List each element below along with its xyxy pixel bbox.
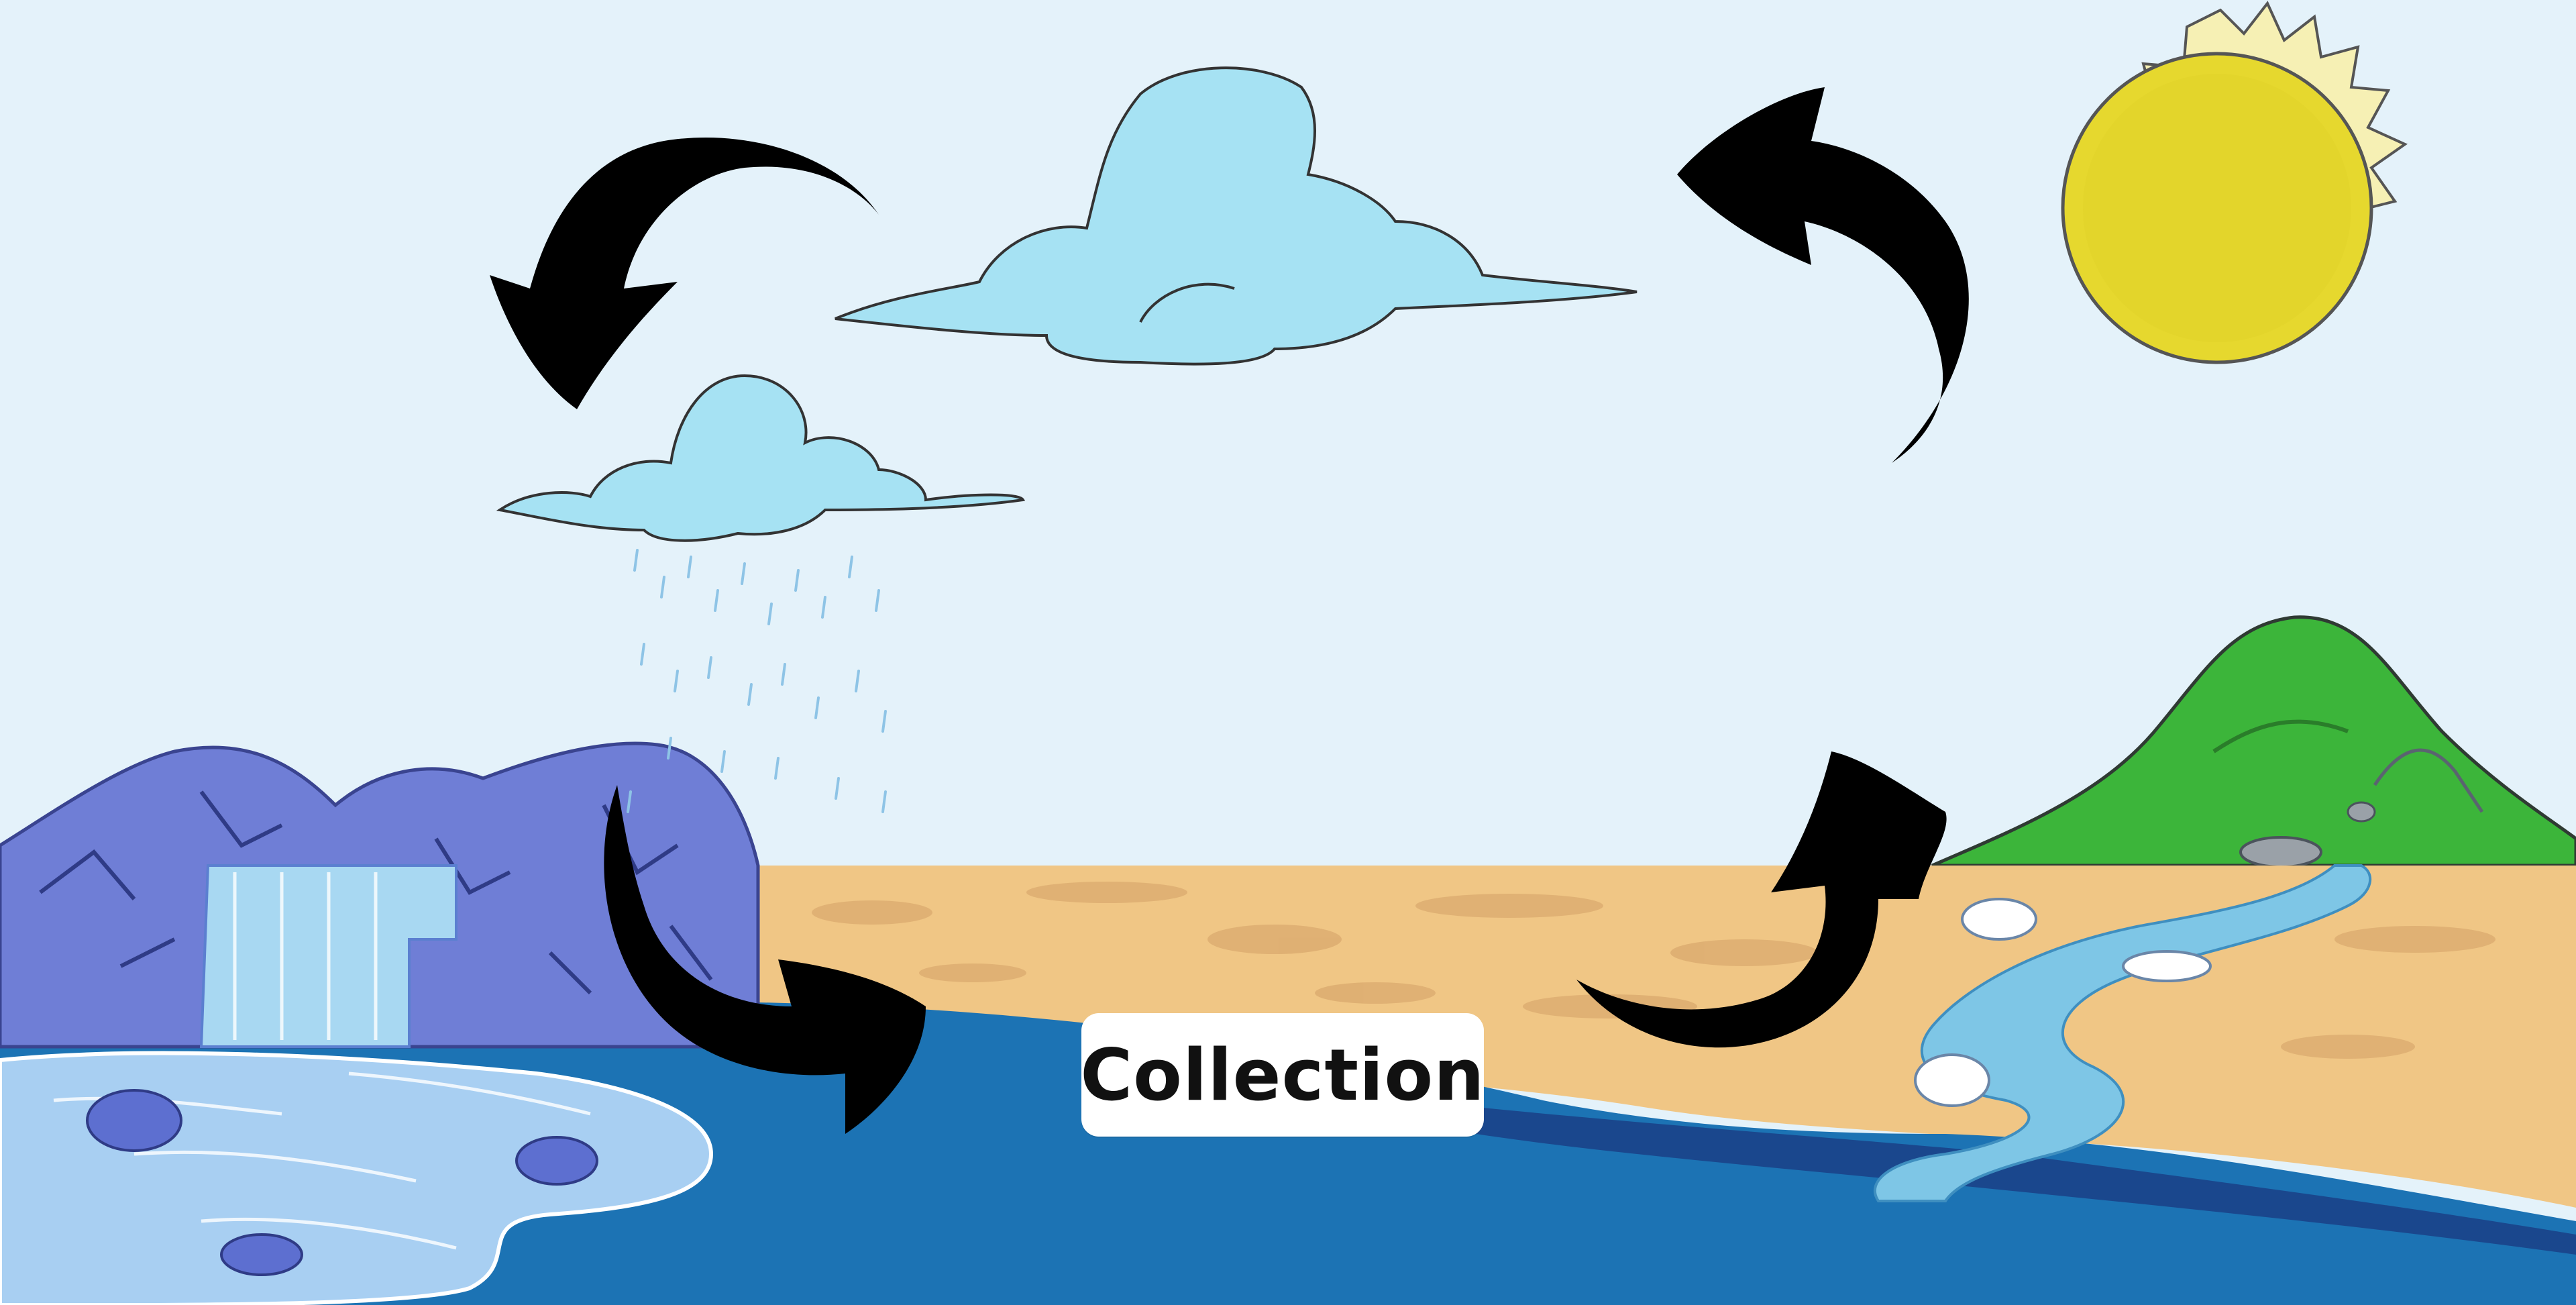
collection-label-box: Collection [1081, 1013, 1484, 1137]
collection-label: Collection [1080, 1034, 1485, 1116]
